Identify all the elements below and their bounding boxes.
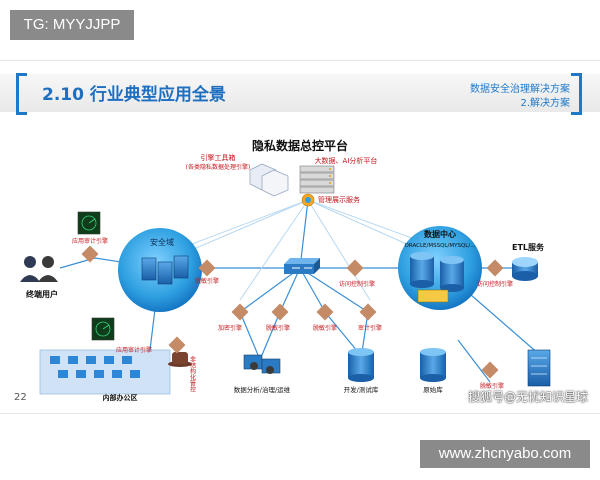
desens-label-4: 脱敏引擎 <box>480 382 504 390</box>
switch-icon <box>284 258 320 274</box>
dev-test-label: 开发/测试库 <box>344 385 379 394</box>
etl-icon <box>512 257 538 281</box>
database-icon <box>348 348 374 382</box>
radar-icon <box>91 317 115 341</box>
etl-label: ETL服务 <box>512 242 545 252</box>
audit-label: 审计引擎 <box>358 324 382 332</box>
database-icon <box>420 348 446 382</box>
server-icon <box>141 255 189 285</box>
data-center-label: 数据中心 <box>424 229 456 239</box>
page-number: 22 <box>14 392 27 403</box>
slide-subtitle: 数据安全治理解决方案 <box>470 84 570 95</box>
raw-db-label: 原始库 <box>423 385 443 394</box>
analyst-icon <box>243 354 281 374</box>
desens-label-3: 脱敏引擎 <box>313 324 337 332</box>
bracket-left <box>16 73 27 115</box>
engine-tools-label: 引擎工具箱 <box>201 153 236 162</box>
radar-icon <box>77 211 101 235</box>
site-watermark: www.zhcnyabo.com <box>420 440 590 468</box>
header-band <box>0 74 600 112</box>
globe-icon <box>301 193 315 207</box>
gear-icon <box>481 361 499 379</box>
server-icon <box>299 165 335 194</box>
gear-icon <box>271 303 289 321</box>
big-data-label: 大数据、AI分析平台 <box>315 156 378 165</box>
gear-icon <box>231 303 249 321</box>
data-center-dbs-label: ORACLE/MSSQL/MYSQL/... <box>405 243 476 249</box>
gear-icon <box>359 303 377 321</box>
gear-icon <box>81 245 99 263</box>
bracket-right <box>571 73 582 115</box>
engine-toolbox-icon <box>249 163 289 197</box>
user-icon <box>20 256 58 282</box>
data-analysis-label: 数据分析/治理/运维 <box>234 385 291 394</box>
unstructured-label: 非结构化管控 <box>189 355 196 393</box>
gear-icon <box>316 303 334 321</box>
hat-icon <box>168 352 192 367</box>
engine-group: 应用审计引擎 应用审计引擎 脱敏引擎 访问控制引擎 访问控制引擎 加密引擎 脱敏… <box>72 237 513 390</box>
access-ctrl-label-2: 访问控制引擎 <box>477 280 513 288</box>
app-audit-label-1: 应用审计引擎 <box>72 237 108 245</box>
app-audit-label-2: 应用审计引擎 <box>116 346 152 354</box>
watermark-tag: TG: MYYJJPP <box>10 10 134 40</box>
gear-icon <box>198 259 216 277</box>
secure-domain-label: 安全域 <box>150 237 174 247</box>
slide-title: 2.10 行业典型应用全景 <box>42 85 226 105</box>
terminal-users-label: 终端用户 <box>25 289 58 299</box>
mgmt-service-label: 管理展示服务 <box>318 195 360 204</box>
server-icon <box>527 349 551 387</box>
source-watermark: 搜狐号@无忧知识星球 <box>468 390 589 404</box>
slide-section: 2.解决方案 <box>520 98 570 109</box>
engine-tools-desc: (各类隐私数据处理引擎) <box>186 163 251 171</box>
gear-icon <box>486 259 504 277</box>
database-icon <box>410 252 464 303</box>
platform-title: 隐私数据总控平台 <box>252 138 348 153</box>
access-ctrl-label-1: 访问控制引擎 <box>339 280 375 288</box>
gear-icon <box>168 336 186 354</box>
encrypt-label: 加密引擎 <box>218 324 242 332</box>
gear-icon <box>346 259 364 277</box>
desens-label-2: 脱敏引擎 <box>266 324 290 332</box>
desens-label-1: 脱敏引擎 <box>195 277 219 285</box>
computer-icon <box>50 356 140 378</box>
office-label: 内部办公区 <box>103 393 138 402</box>
